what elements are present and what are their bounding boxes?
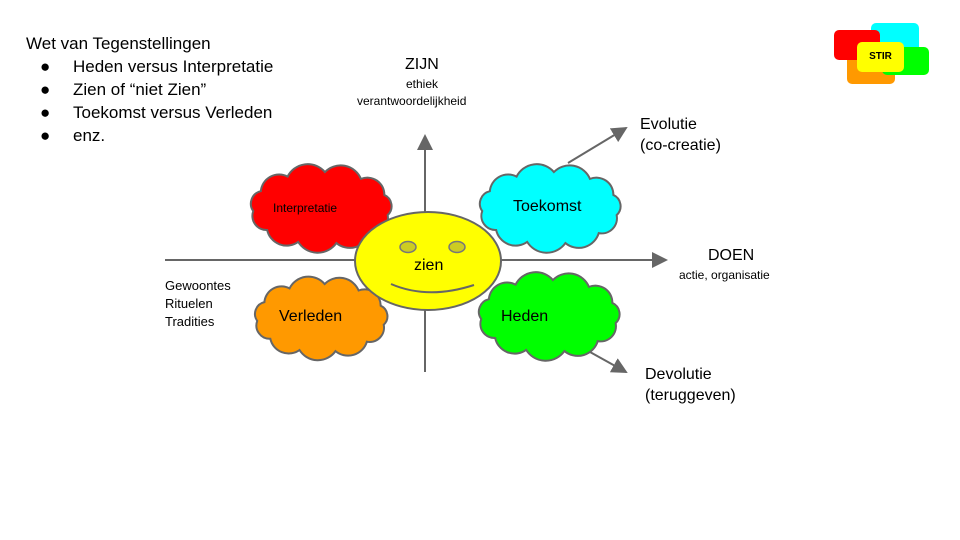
axis-right-sub: actie, organisatie [679, 268, 770, 282]
cloud-label-toekomst: Toekomst [513, 198, 582, 215]
smile-icon [390, 283, 475, 294]
axis-top-title: ZIJN [405, 56, 439, 73]
eye-left-icon [399, 240, 417, 254]
devolutie-arrow [589, 351, 628, 373]
evolutie-label: Evolutie (co-creatie) [640, 116, 721, 154]
cloud-interpretatie [249, 163, 393, 254]
smiley-face [354, 211, 502, 311]
bullet-item: ●Heden versus Interpretatie [40, 57, 274, 76]
axis-right-title: DOEN [708, 247, 755, 264]
cloud-verleden [253, 275, 389, 362]
devolutie-label: Devolutie (teruggeven) [645, 366, 736, 404]
cloud-toekomst [478, 163, 622, 254]
evolutie-arrow [567, 126, 628, 164]
bullet-item: ●Toekomst versus Verleden [40, 103, 273, 122]
cloud-label-verleden: Verleden [279, 308, 343, 325]
axis-top-sub1: ethiek [406, 77, 439, 91]
face-label: zien [414, 257, 444, 274]
axis-top-sub2: verantwoordelijkheid [357, 94, 467, 108]
bullet-item: ●Zien of “niet Zien” [40, 80, 207, 99]
cloud-label-interpretatie: Interpretatie [273, 201, 338, 215]
cloud-label-heden: Heden [501, 308, 549, 325]
bullet-item: ●enz. [40, 126, 106, 145]
slide-title: Wet van Tegenstellingen [26, 34, 211, 53]
axis-left-labels: Gewoontes Rituelen Tradities [165, 278, 231, 329]
bullet-list: Wet van Tegenstellingen ●Heden versus In… [26, 32, 273, 147]
eye-right-icon [448, 240, 466, 254]
cloud-heden [477, 271, 621, 362]
